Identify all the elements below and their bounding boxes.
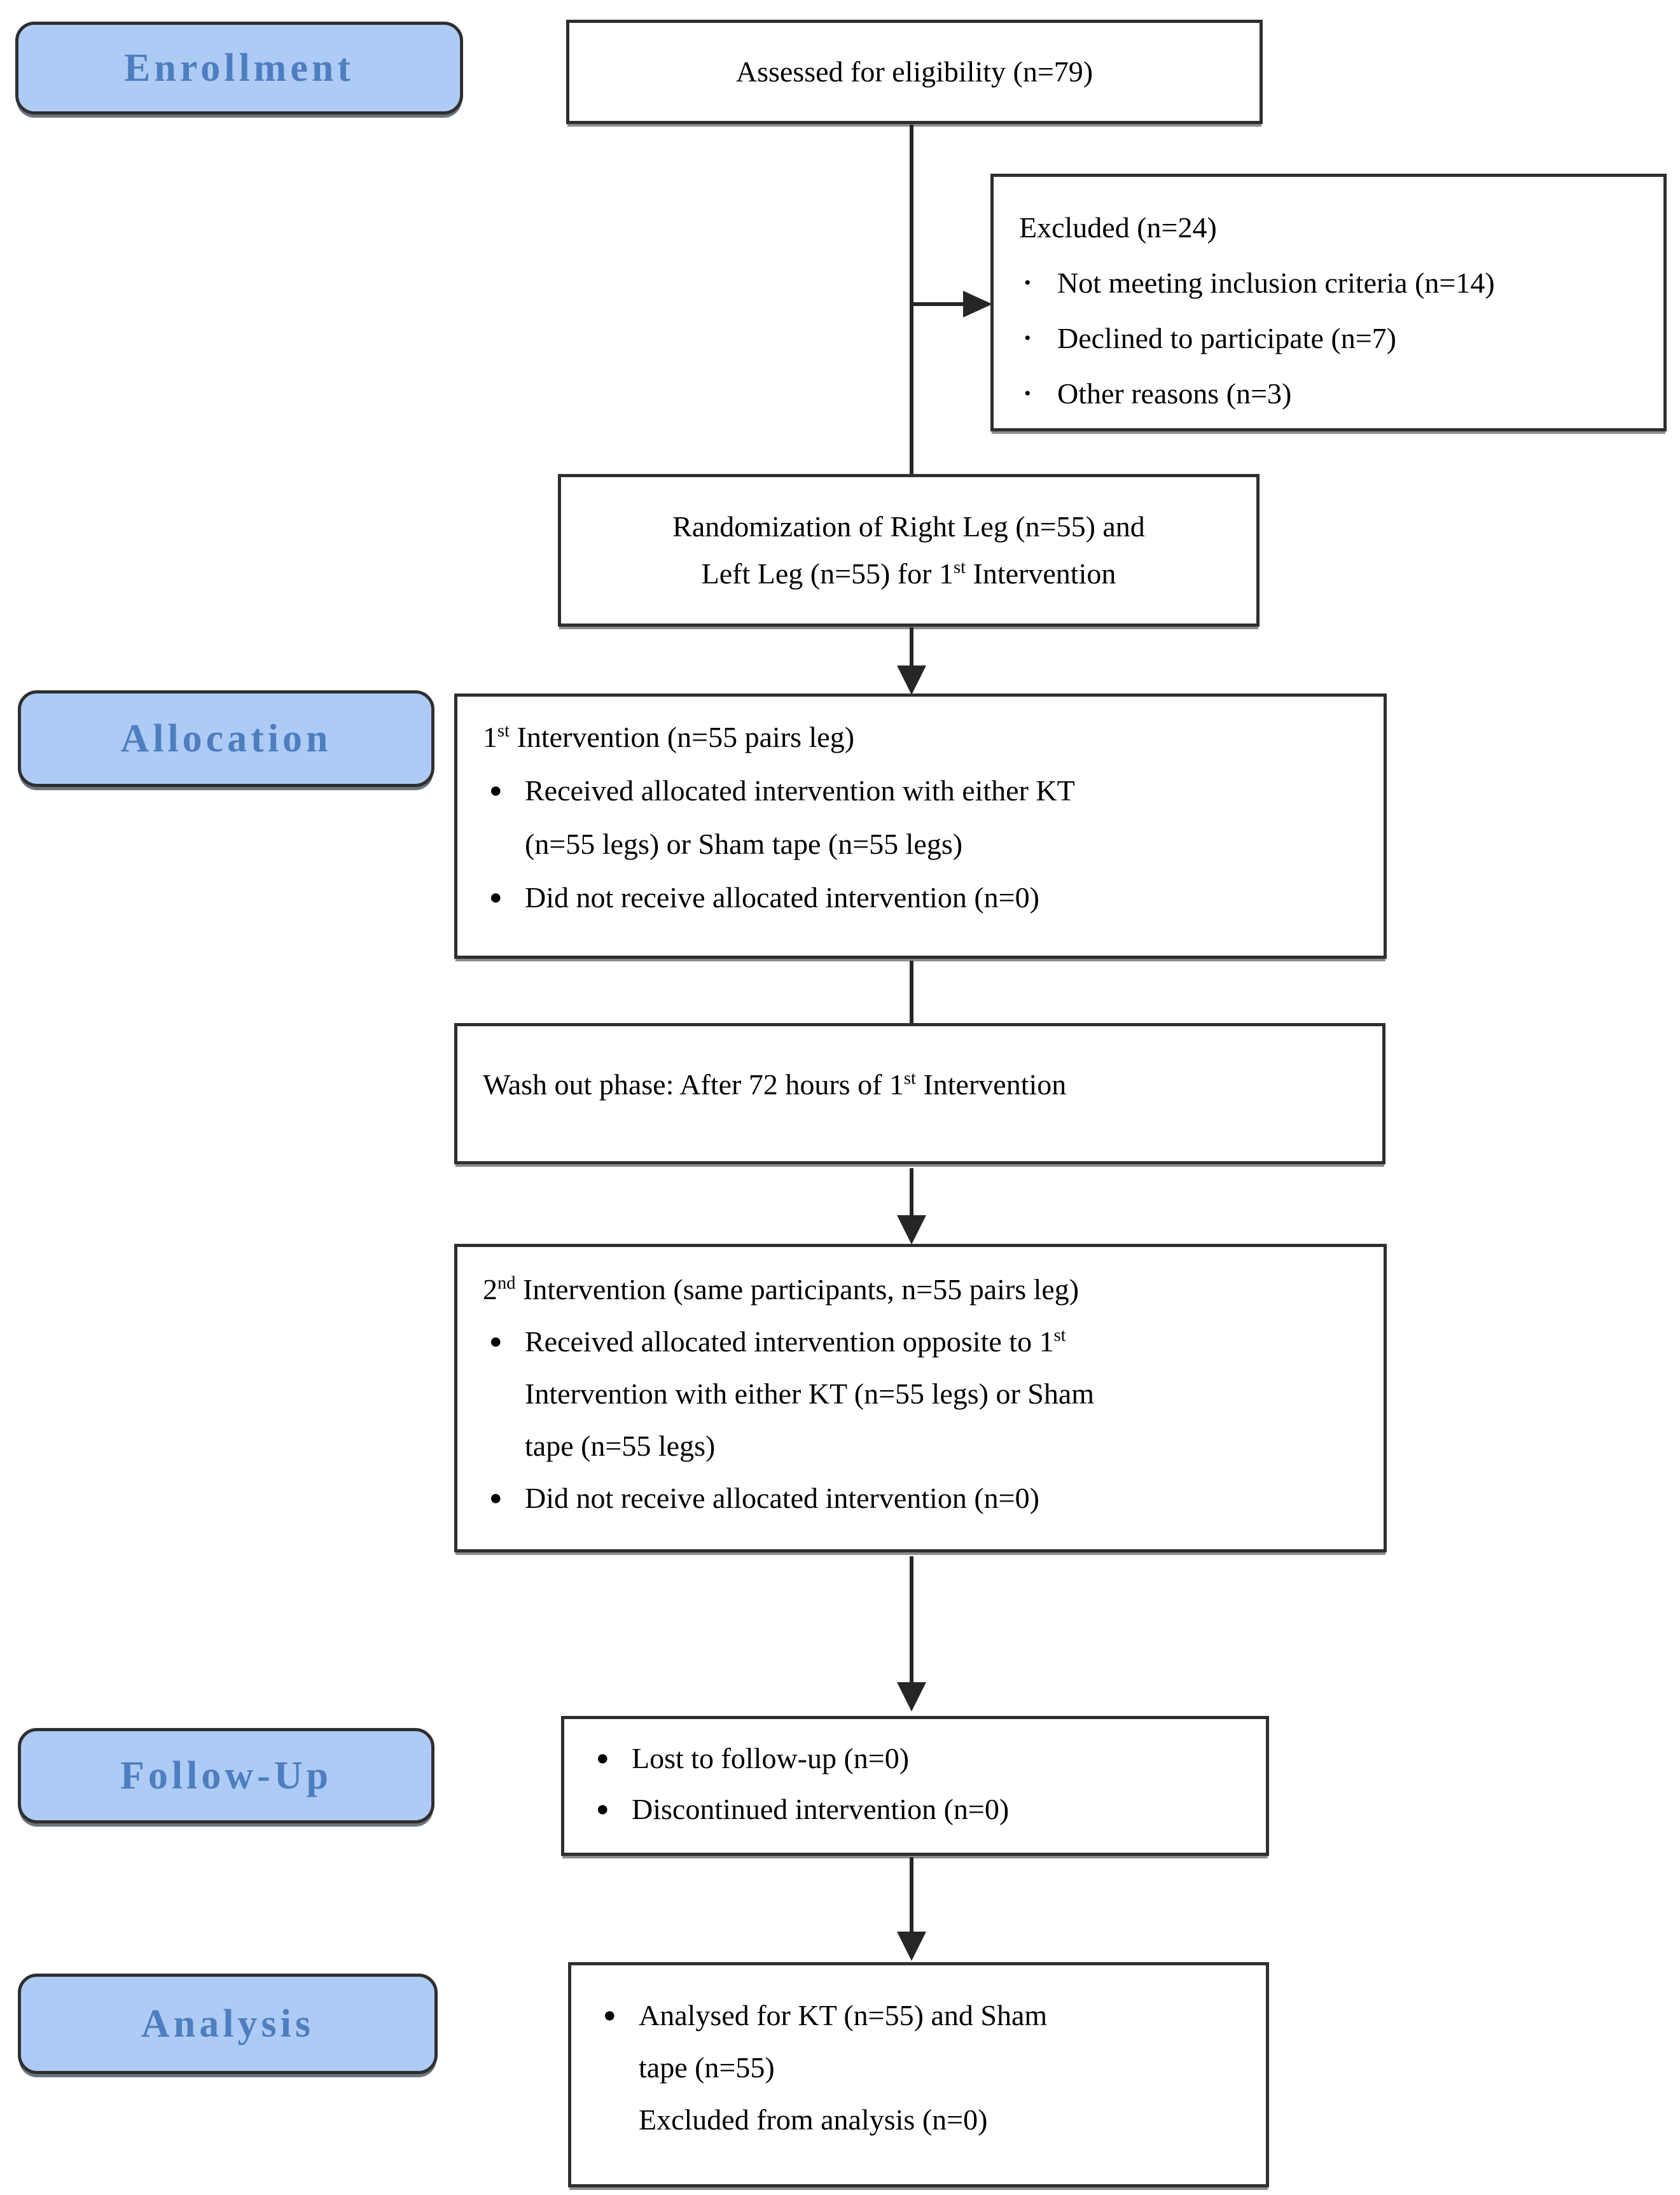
intervention2-title: 2nd Intervention (same participants, n=5… bbox=[483, 1264, 1371, 1316]
stage-label-allocation: Allocation bbox=[18, 690, 434, 787]
randomization-line2: Left Leg (n=55) for 1st Intervention bbox=[702, 550, 1116, 597]
intervention2-bullet2: ● Did not receive allocated intervention… bbox=[483, 1472, 1371, 1524]
analysis-bullet1-line2: tape (n=55) bbox=[639, 2051, 775, 2084]
superscript-ordinal: st bbox=[1053, 1325, 1066, 1346]
washout-text: Wash out phase: After 72 hours of 1st In… bbox=[483, 1058, 1370, 1111]
intervention2-title-pre: 2 bbox=[483, 1273, 497, 1306]
bullet-icon: ● bbox=[489, 886, 503, 909]
box-first-intervention: 1st Intervention (n=55 pairs leg) ● Rece… bbox=[454, 693, 1387, 959]
arrowhead-down-icon bbox=[897, 665, 926, 695]
intervention2-bullet1-line1-pre: Received allocated intervention opposite… bbox=[525, 1325, 1054, 1358]
box-assessed-for-eligibility: Assessed for eligibility (n=79) bbox=[566, 20, 1263, 124]
arrowhead-right-icon bbox=[963, 291, 992, 317]
excluded-item: • Declined to participate (n=7) bbox=[1019, 310, 1651, 366]
arrowhead-down-icon bbox=[897, 1932, 926, 1961]
arrowhead-down-icon bbox=[897, 1682, 926, 1711]
analysis-line3: Excluded from analysis (n=0) bbox=[639, 2103, 988, 2136]
analysis-bullet1-line1: Analysed for KT (n=55) and Sham bbox=[639, 1999, 1048, 2031]
bullet-icon: ● bbox=[489, 1486, 503, 1510]
excluded-item-text: Other reasons (n=3) bbox=[1057, 377, 1292, 410]
intervention1-title-pre: 1 bbox=[483, 721, 497, 753]
bullet-icon: • bbox=[1024, 272, 1031, 293]
bullet-icon: • bbox=[1024, 383, 1031, 404]
intervention2-bullet1-line1: Received allocated intervention opposite… bbox=[525, 1325, 1066, 1358]
intervention2-bullet1-line2: Intervention with either KT (n=55 legs) … bbox=[525, 1377, 1095, 1410]
randomization-line2-pre: Left Leg (n=55) for 1 bbox=[701, 557, 954, 590]
superscript-ordinal: st bbox=[497, 721, 510, 741]
connector-randomization-to-intervention1 bbox=[910, 627, 913, 668]
intervention2-bullet1: ● Received allocated intervention opposi… bbox=[483, 1316, 1371, 1368]
box-follow-up: ● Lost to follow-up (n=0) ● Discontinued… bbox=[561, 1716, 1269, 1856]
excluded-item: • Not meeting inclusion criteria (n=14) bbox=[1019, 255, 1651, 310]
superscript-ordinal: nd bbox=[497, 1273, 516, 1293]
intervention1-bullet2: ● Did not receive allocated intervention… bbox=[483, 871, 1371, 924]
bullet-icon: • bbox=[1024, 328, 1031, 349]
followup-bullet2-text: Discontinued intervention (n=0) bbox=[632, 1793, 1010, 1825]
box-analysis: ● Analysed for KT (n=55) and Sham tape (… bbox=[568, 1962, 1269, 2187]
analysis-bullet1: ● Analysed for KT (n=55) and Sham bbox=[597, 1989, 1253, 2042]
stage-label-analysis-text: Analysis bbox=[141, 2002, 314, 2045]
bullet-icon: ● bbox=[596, 1746, 609, 1770]
bullet-icon: ● bbox=[489, 1330, 503, 1353]
intervention2-title-post: Intervention (same participants, n=55 pa… bbox=[515, 1273, 1080, 1306]
excluded-title: Excluded (n=24) bbox=[1019, 211, 1217, 244]
stage-label-enrollment-text: Enrollment bbox=[124, 46, 354, 90]
connector-branch-to-excluded bbox=[912, 302, 966, 306]
arrowhead-down-icon bbox=[897, 1215, 926, 1244]
stage-label-analysis: Analysis bbox=[18, 1974, 438, 2074]
assessed-text: Assessed for eligibility (n=79) bbox=[735, 55, 1093, 88]
intervention1-title: 1st Intervention (n=55 pairs leg) bbox=[483, 711, 1371, 764]
intervention2-bullet1-line3: tape (n=55 legs) bbox=[525, 1430, 716, 1462]
box-randomization: Randomization of Right Leg (n=55) and Le… bbox=[558, 474, 1260, 627]
washout-pre: Wash out phase: After 72 hours of 1 bbox=[483, 1068, 904, 1101]
box-excluded: Excluded (n=24) • Not meeting inclusion … bbox=[990, 174, 1667, 431]
intervention1-bullet1-line2: (n=55 legs) or Sham tape (n=55 legs) bbox=[525, 828, 963, 860]
connector-intervention2-to-followup bbox=[910, 1556, 913, 1683]
connector-assessed-to-randomization bbox=[910, 125, 913, 476]
stage-label-follow-up-text: Follow-Up bbox=[120, 1753, 332, 1797]
box-washout-phase: Wash out phase: After 72 hours of 1st In… bbox=[454, 1023, 1385, 1164]
excluded-item-text: Declined to participate (n=7) bbox=[1057, 322, 1396, 354]
box-second-intervention: 2nd Intervention (same participants, n=5… bbox=[454, 1244, 1387, 1552]
excluded-item-text: Not meeting inclusion criteria (n=14) bbox=[1057, 267, 1495, 299]
randomization-line1: Randomization of Right Leg (n=55) and bbox=[672, 510, 1145, 543]
stage-label-enrollment: Enrollment bbox=[15, 22, 463, 115]
randomization-line2-post: Intervention bbox=[966, 557, 1116, 590]
superscript-ordinal: st bbox=[954, 557, 966, 578]
intervention1-bullet1-line1: Received allocated intervention with eit… bbox=[525, 774, 1075, 807]
superscript-ordinal: st bbox=[903, 1068, 916, 1089]
intervention1-bullet1: ● Received allocated intervention with e… bbox=[483, 764, 1371, 818]
stage-label-follow-up: Follow-Up bbox=[18, 1728, 434, 1823]
connector-followup-to-analysis bbox=[910, 1857, 913, 1934]
followup-bullet1: ● Lost to follow-up (n=0) bbox=[590, 1733, 1253, 1784]
bullet-icon: ● bbox=[603, 2003, 616, 2027]
intervention2-bullet2-text: Did not receive allocated intervention (… bbox=[525, 1482, 1039, 1514]
excluded-item: • Other reasons (n=3) bbox=[1019, 366, 1651, 421]
followup-bullet1-text: Lost to follow-up (n=0) bbox=[632, 1742, 910, 1774]
bullet-icon: ● bbox=[489, 779, 503, 802]
intervention1-bullet2-text: Did not receive allocated intervention (… bbox=[525, 881, 1039, 914]
followup-bullet2: ● Discontinued intervention (n=0) bbox=[590, 1784, 1253, 1835]
connector-washout-to-intervention2 bbox=[910, 1168, 913, 1218]
washout-post: Intervention bbox=[915, 1068, 1067, 1101]
connector-intervention1-to-washout bbox=[910, 961, 913, 1024]
bullet-icon: ● bbox=[596, 1797, 609, 1821]
stage-label-allocation-text: Allocation bbox=[120, 716, 332, 760]
intervention1-title-post: Intervention (n=55 pairs leg) bbox=[510, 721, 855, 753]
